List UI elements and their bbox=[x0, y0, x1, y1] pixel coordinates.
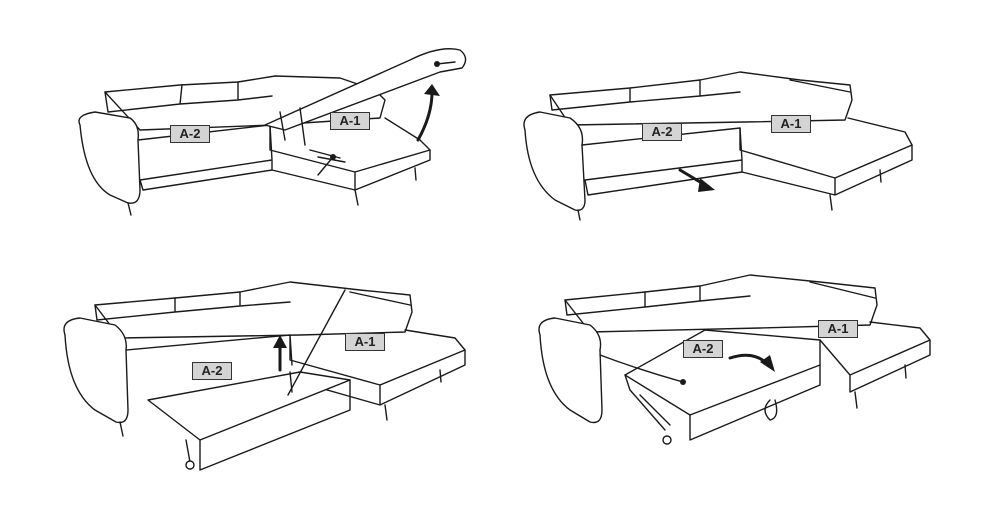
panel-4-bed-unfolded bbox=[538, 274, 931, 445]
label-a2: A-2 bbox=[683, 340, 723, 358]
label-a1: A-1 bbox=[771, 115, 811, 133]
panel-3-bed-frame-lift bbox=[63, 281, 466, 471]
label-a1: A-1 bbox=[818, 320, 858, 338]
panel-2-sofa-closed bbox=[523, 71, 913, 221]
label-a2: A-2 bbox=[192, 362, 232, 380]
label-a2: A-2 bbox=[170, 125, 210, 143]
panel-1-sofa-storage-open bbox=[78, 48, 467, 216]
label-a1: A-1 bbox=[330, 112, 370, 130]
label-a1: A-1 bbox=[345, 333, 385, 351]
label-a2: A-2 bbox=[642, 123, 682, 141]
